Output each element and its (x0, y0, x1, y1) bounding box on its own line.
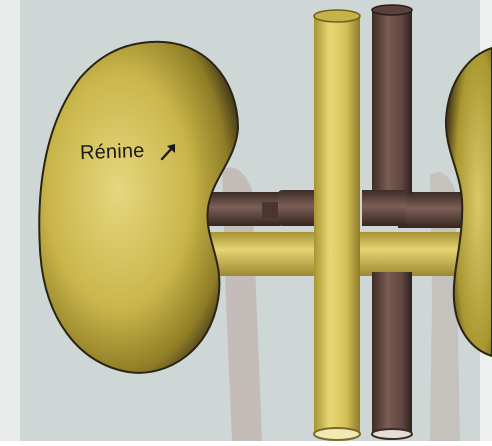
left-renal-vein (200, 190, 322, 226)
arrow-up-right-icon (158, 141, 180, 163)
aorta (314, 10, 360, 440)
renine-label: Rénine (80, 140, 145, 165)
